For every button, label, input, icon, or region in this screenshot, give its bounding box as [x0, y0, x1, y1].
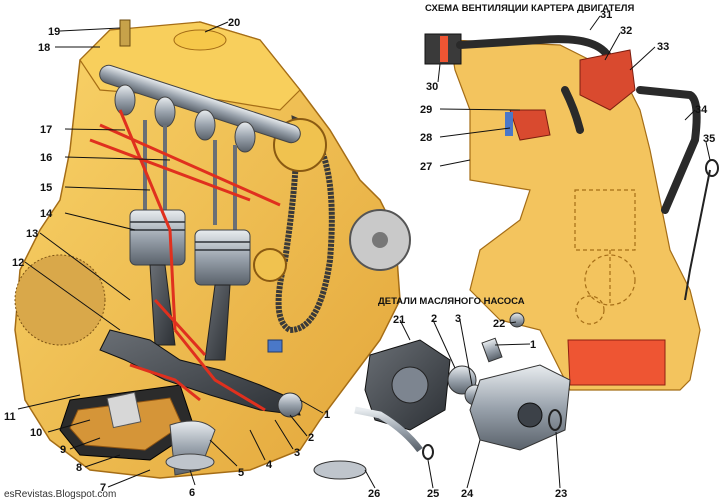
callout-18: 18: [38, 42, 50, 54]
callout-2: 2: [308, 432, 314, 444]
oil-strainer: [165, 453, 215, 471]
relief-valve: [481, 337, 503, 363]
callout-29: 29: [420, 104, 432, 116]
piston-rings: [130, 221, 250, 251]
callout-31: 31: [600, 9, 612, 21]
oil-pressure-sensor: [267, 339, 283, 353]
callout-13: 13: [26, 228, 38, 240]
callout-numbers: 19 18 20 17 16 15 14 13 12 11 10 9 8 7 6…: [4, 9, 715, 500]
callout-17: 17: [40, 124, 52, 136]
crankshaft: [99, 329, 301, 416]
callout-24: 24: [461, 488, 474, 500]
ventilation-scheme: СХЕМА ВЕНТИЛЯЦИИ КАРТЕРА ДВИГАТЕЛЯ: [424, 3, 719, 391]
oil-filter-screen: [106, 391, 142, 429]
crank-nose: [277, 392, 303, 418]
cam-lobes: [114, 84, 256, 153]
oil-pump-title: ДЕТАЛИ МАСЛЯНОГО НАСОСА: [378, 296, 525, 307]
oil-filler-cap: [173, 29, 227, 51]
callout-pump-1: 1: [530, 339, 536, 351]
callout-26: 26: [368, 488, 380, 500]
callout-20: 20: [228, 17, 240, 29]
oil-pump-parts: ДЕТАЛИ МАСЛЯНОГО НАСОСА: [313, 296, 571, 480]
breather-tube: [119, 19, 131, 47]
callout-pump-2: 2: [431, 313, 437, 325]
pump-cover-bore: [391, 366, 429, 404]
callout-pump-3: 3: [455, 313, 461, 325]
vent-internal-outline: [574, 189, 636, 325]
callout-6: 6: [189, 487, 195, 499]
watermark-credit: esRevistas.Blogspot.com: [4, 489, 116, 500]
ventilation-title: СХЕМА ВЕНТИЛЯЦИИ КАРТЕРА ДВИГАТЕЛЯ: [425, 3, 634, 14]
vent-valve-cover: [579, 49, 636, 111]
connecting-rods: [149, 264, 231, 361]
aux-pulley-hub: [372, 232, 388, 248]
callout-9: 9: [60, 444, 66, 456]
valve-stems: [143, 120, 237, 230]
timing-belt: [275, 115, 335, 334]
callout-5: 5: [238, 467, 244, 479]
oil-flow-paths: [89, 109, 281, 412]
vent-oil-pan: [567, 339, 666, 386]
callout-34: 34: [695, 104, 708, 116]
callout-10: 10: [30, 427, 42, 439]
dipstick: [684, 169, 711, 301]
leader-lines: [17, 15, 711, 489]
callout-11: 11: [4, 411, 16, 423]
dipstick-ring: [705, 159, 719, 177]
flywheel: [14, 254, 106, 346]
callout-16: 16: [40, 152, 52, 164]
callout-4: 4: [266, 459, 273, 471]
callout-1: 1: [324, 409, 330, 421]
callout-28: 28: [420, 132, 432, 144]
pump-o-ring: [422, 444, 434, 460]
engine-cutaway: [14, 19, 411, 479]
pump-seal: [548, 409, 562, 431]
callout-15: 15: [40, 182, 52, 194]
pump-pulley: [253, 248, 287, 282]
callout-33: 33: [657, 41, 669, 53]
callout-14: 14: [40, 208, 53, 220]
callout-21: 21: [393, 314, 405, 326]
callout-12: 12: [12, 257, 24, 269]
callout-7: 7: [100, 482, 106, 494]
relief-plug: [509, 312, 525, 328]
callout-25: 25: [427, 488, 439, 500]
pump-pickup-tube: [354, 406, 423, 453]
callout-35: 35: [703, 133, 715, 145]
pump-strainer: [313, 460, 367, 480]
callout-19: 19: [48, 26, 60, 38]
vent-breather: [509, 109, 551, 141]
callout-8: 8: [76, 462, 82, 474]
callout-32: 32: [620, 25, 632, 37]
vent-breather-blue: [505, 112, 513, 136]
callout-22: 22: [493, 318, 505, 330]
callout-23: 23: [555, 488, 567, 500]
callout-3: 3: [294, 447, 300, 459]
callout-27: 27: [420, 161, 432, 173]
camshaft: [99, 64, 301, 144]
vent-filter-element: [440, 36, 448, 62]
callout-30: 30: [426, 81, 438, 93]
pump-body-port: [517, 402, 543, 428]
